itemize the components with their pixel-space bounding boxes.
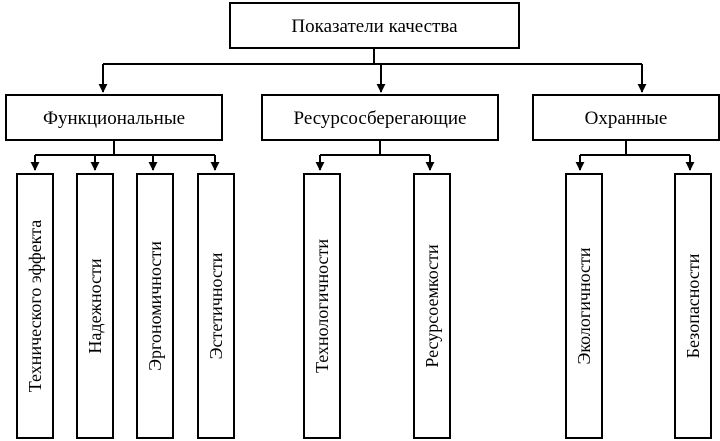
leaf-node-ergonomics: Эргономичности bbox=[136, 173, 174, 439]
group-connectors-functional bbox=[30, 140, 220, 171]
leaf-node-manufacturability: Технологичности bbox=[303, 173, 341, 439]
leaf-label-aesthetics: Эстетичности bbox=[206, 252, 226, 359]
group-label-functional: Функциональные bbox=[43, 108, 185, 129]
leaf-node-ecology: Экологичности bbox=[565, 173, 603, 439]
group-node-functional: Функциональные bbox=[5, 94, 223, 141]
leaf-label-resource-intensity: Ресурсоемкости bbox=[422, 244, 442, 368]
root-node: Показатели качества bbox=[229, 2, 520, 49]
leaf-node-reliability: Надежности bbox=[76, 173, 114, 439]
leaf-label-manufacturability: Технологичности bbox=[312, 239, 332, 373]
leaf-label-reliability: Надежности bbox=[85, 258, 105, 354]
group-label-protective: Охранные bbox=[585, 108, 668, 129]
group-label-resource-saving: Ресурсосберегающие bbox=[294, 108, 467, 129]
leaf-node-technical-effect: Технического эффекта bbox=[16, 173, 54, 439]
root-node-label: Показатели качества bbox=[291, 16, 458, 37]
group-node-resource-saving: Ресурсосберегающие bbox=[261, 94, 499, 141]
leaf-label-technical-effect: Технического эффекта bbox=[25, 220, 45, 393]
leaf-label-ergonomics: Эргономичности bbox=[145, 241, 165, 371]
leaf-label-ecology: Экологичности bbox=[574, 247, 594, 364]
group-connectors-resource-saving bbox=[315, 140, 435, 171]
leaf-node-safety: Безопасности bbox=[674, 173, 712, 439]
leaf-node-aesthetics: Эстетичности bbox=[197, 173, 235, 439]
leaf-node-resource-intensity: Ресурсоемкости bbox=[413, 173, 451, 439]
root-connectors bbox=[98, 48, 647, 93]
group-connectors-protective bbox=[575, 140, 695, 171]
leaf-label-safety: Безопасности bbox=[683, 253, 703, 358]
group-node-protective: Охранные bbox=[532, 94, 720, 141]
